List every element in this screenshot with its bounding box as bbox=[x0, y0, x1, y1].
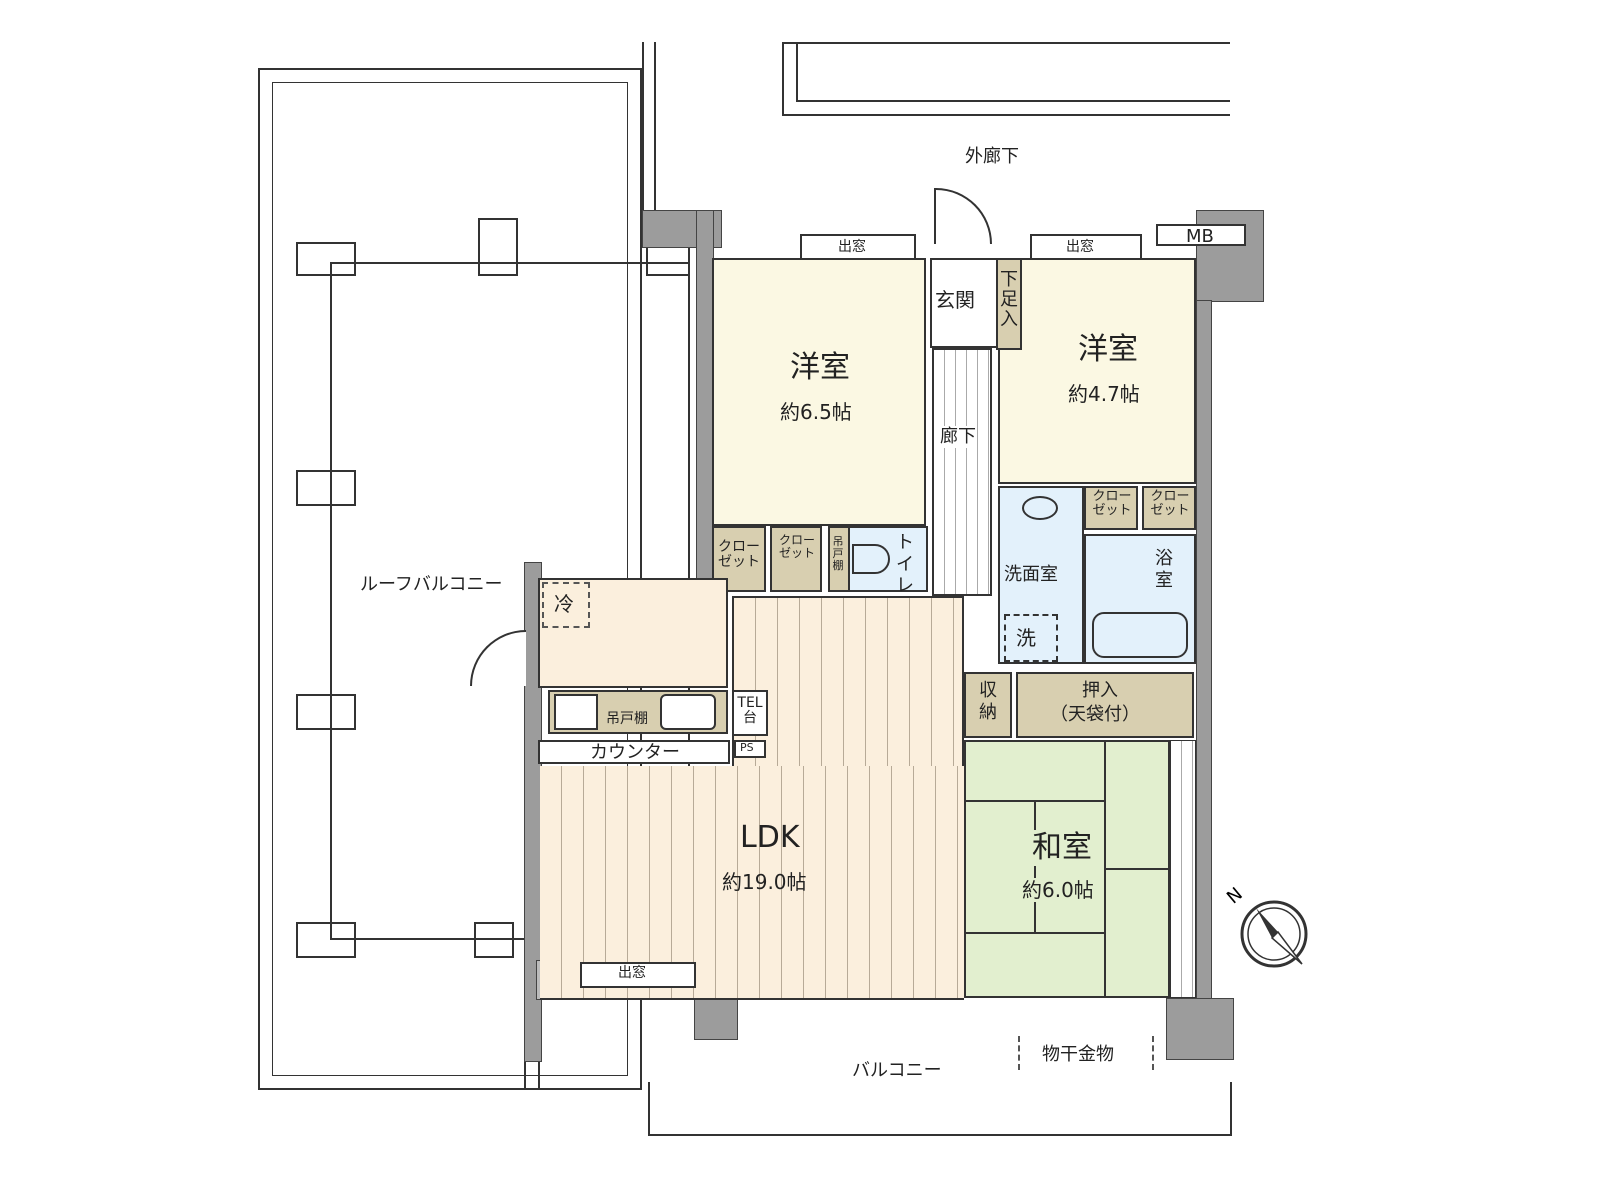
refrigerator-label: 冷 bbox=[554, 592, 574, 616]
oshiire-label: 押入 bbox=[1082, 680, 1118, 701]
counter-label: カウンター bbox=[590, 742, 680, 763]
closet-3[interactable] bbox=[1084, 486, 1138, 530]
western-room-1-size: 約6.5帖 bbox=[780, 400, 852, 424]
bay-window-1 bbox=[800, 234, 916, 260]
hallway-label: 廊下 bbox=[940, 426, 976, 448]
compass-icon: N bbox=[1223, 884, 1308, 968]
storage-label: 収納 bbox=[979, 680, 997, 723]
compass-north-label: N bbox=[1223, 884, 1247, 909]
tatami-line bbox=[966, 800, 1104, 802]
bay-window-1-label: 出窓 bbox=[838, 239, 866, 255]
shoji bbox=[1170, 740, 1196, 998]
clothes-hanger-label: 物干金物 bbox=[1042, 1044, 1114, 1065]
tatami-line bbox=[1104, 868, 1168, 870]
refrigerator-space bbox=[542, 582, 590, 628]
western-room-1 bbox=[712, 258, 926, 526]
kitchen-sink-icon bbox=[660, 694, 716, 730]
wall bbox=[1166, 998, 1234, 1060]
western-room-2-name: 洋室 bbox=[1078, 332, 1138, 367]
corridor-wall-inner bbox=[796, 42, 1230, 102]
toilet-cabinet-label: 吊戸棚 bbox=[832, 535, 844, 573]
tatami-line bbox=[1034, 802, 1036, 932]
pillar bbox=[296, 922, 356, 958]
bay-window-3 bbox=[580, 962, 696, 988]
corridor-wall bbox=[782, 42, 1230, 116]
shoe-box bbox=[996, 258, 1022, 350]
pillar bbox=[474, 922, 514, 958]
closet-3-label: クローゼット bbox=[1092, 489, 1132, 519]
roof-wall bbox=[642, 42, 656, 222]
closet-2-label: クローゼット bbox=[778, 533, 815, 561]
shoe-box-label: 下足入 bbox=[1000, 269, 1018, 330]
wall bbox=[1196, 300, 1212, 1000]
ps bbox=[734, 740, 766, 758]
closet-4[interactable] bbox=[1142, 486, 1196, 530]
meter-box bbox=[1156, 224, 1246, 246]
washer-space bbox=[1004, 614, 1058, 662]
ldk-size: 約19.0帖 bbox=[722, 870, 807, 894]
washer-label: 洗 bbox=[1016, 626, 1036, 650]
bay-window-2-label: 出窓 bbox=[1066, 239, 1094, 255]
bay-window-3-label: 出窓 bbox=[618, 965, 646, 981]
western-room-2-size: 約4.7帖 bbox=[1068, 382, 1140, 406]
washroom-label: 洗面室 bbox=[1004, 564, 1058, 585]
closet-2[interactable] bbox=[770, 526, 822, 592]
meter-box-label: MB bbox=[1186, 226, 1214, 247]
ldk-name: LDK bbox=[740, 820, 800, 855]
hallway[interactable] bbox=[932, 348, 992, 596]
bathtub-icon bbox=[1092, 612, 1188, 658]
hanger-mark bbox=[1152, 1036, 1154, 1070]
pillar bbox=[296, 242, 356, 276]
toilet-label: トイレ bbox=[896, 532, 914, 597]
kitchen bbox=[538, 578, 728, 688]
counter bbox=[538, 740, 730, 764]
western-room-2 bbox=[998, 258, 1196, 484]
closet-1[interactable] bbox=[712, 526, 766, 592]
hanger-mark bbox=[1018, 1036, 1020, 1070]
oshiire[interactable] bbox=[1016, 672, 1194, 738]
storage[interactable] bbox=[964, 672, 1012, 738]
entrance-door[interactable] bbox=[934, 188, 992, 244]
balcony-outline bbox=[648, 1082, 1232, 1136]
roof-balcony-label: ルーフバルコニー bbox=[360, 574, 503, 595]
tatami-line bbox=[966, 932, 1104, 934]
entrance-label: 玄関 bbox=[935, 288, 975, 312]
hanging-cabinet-label: 吊戸棚 bbox=[606, 711, 648, 727]
bathroom bbox=[1084, 534, 1196, 664]
pillar bbox=[296, 470, 356, 506]
closet-1-label: クローゼット bbox=[718, 539, 760, 571]
outer-corridor-label: 外廊下 bbox=[965, 146, 1019, 167]
ldk bbox=[540, 766, 964, 1000]
pillar bbox=[478, 218, 518, 276]
japanese-room-size: 約6.0帖 bbox=[1022, 878, 1094, 902]
bathroom-label: 浴室 bbox=[1155, 548, 1173, 591]
balcony-edge bbox=[524, 1060, 540, 1090]
bay-window-2 bbox=[1030, 234, 1142, 260]
pillar bbox=[296, 694, 356, 730]
closet-4-label: クローゼット bbox=[1150, 489, 1190, 519]
tel-stand-label: TEL台 bbox=[737, 695, 763, 727]
western-room-1-name: 洋室 bbox=[790, 350, 850, 385]
balcony-label: バルコニー bbox=[852, 1060, 942, 1081]
stove-icon bbox=[554, 694, 598, 730]
sink-icon bbox=[1022, 496, 1058, 520]
oshiire-note: （天袋付） bbox=[1050, 704, 1140, 725]
toilet-bowl-icon bbox=[852, 544, 890, 574]
japanese-room-name: 和室 bbox=[1032, 830, 1092, 866]
tel-stand bbox=[732, 690, 768, 736]
ps-label: PS bbox=[740, 741, 754, 754]
